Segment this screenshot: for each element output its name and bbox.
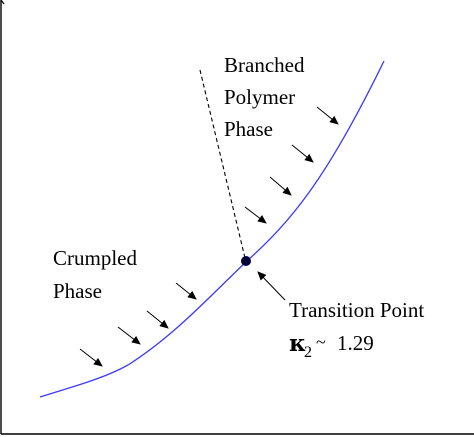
phase-boundary-curve: [39, 60, 385, 398]
flow-arrows: [79, 106, 339, 367]
dashed-boundary-line: [199, 69, 246, 259]
crumpled-label-line1: Crumpled: [53, 246, 137, 270]
kappa-symbol: κ: [289, 330, 306, 357]
transition-point-label: Transition Point: [289, 298, 424, 322]
axis-top-tick: [0, 0, 5, 5]
approx-symbol: ~: [316, 332, 326, 352]
flow-arrow: [269, 176, 292, 196]
flow-arrow: [146, 310, 169, 329]
flow-arrow: [117, 326, 141, 345]
branched-label-line3: Phase: [224, 117, 273, 141]
branched-label-line2: Polymer: [224, 85, 295, 109]
branched-label-line1: Branched: [224, 53, 305, 77]
flow-arrow: [79, 348, 103, 367]
crumpled-label-line2: Phase: [53, 279, 102, 303]
flow-arrow: [175, 282, 197, 300]
transition-pointer-arrow: [257, 271, 286, 301]
kappa-value: 1.29: [337, 331, 374, 355]
flow-arrow: [316, 106, 339, 125]
flow-arrow: [291, 144, 314, 163]
flow-arrow: [244, 206, 267, 224]
kappa-subscript: 2: [304, 344, 312, 361]
transition-point-dot: [241, 256, 251, 266]
